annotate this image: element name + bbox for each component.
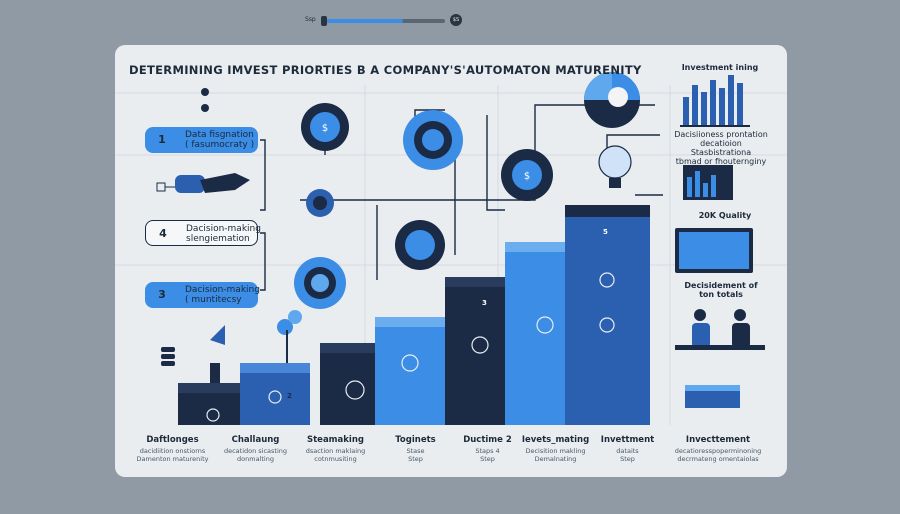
page-title: DETERMINING IMVEST PRIORTIES B A COMPANY… <box>129 63 642 77</box>
pillar-5 <box>445 277 515 425</box>
dashboard-chart-icon <box>683 165 733 200</box>
slider-fill <box>327 19 403 23</box>
step-sublabel: slengiemation <box>186 234 250 244</box>
development-label: Decisidement of ton totals <box>684 281 758 299</box>
slider-left-label: Ssp <box>305 16 316 23</box>
pillar-4 <box>375 317 445 425</box>
bottom-label-heading: Challaung <box>231 435 280 445</box>
slider-left-handle[interactable] <box>321 16 327 26</box>
arrow-up-icon <box>210 325 225 391</box>
bottom-label-heading: Invecttement <box>685 435 751 445</box>
hand-illustration <box>156 173 250 193</box>
people-at-desk-illustration <box>675 309 765 350</box>
pillar-step-number: 5 <box>603 228 608 236</box>
investment-chart-title: Investment ining <box>681 63 759 72</box>
bottom-label-heading: Daftlonges <box>146 435 199 445</box>
pillar-step-number: 2 <box>287 392 292 400</box>
slider-right-badge[interactable]: $S <box>450 14 462 26</box>
node-dot <box>201 104 209 112</box>
infographic-card: $ $ <box>115 45 787 477</box>
pillar-step-number: 3 <box>482 299 487 307</box>
gear-icon-5 <box>395 220 445 270</box>
step-label: Dacision-making <box>186 224 261 234</box>
gear-icon-3 <box>306 189 334 217</box>
pillar-7 <box>565 205 650 425</box>
step-sublabel: ( fasumocraty ) <box>185 140 255 150</box>
pillar-2 <box>240 363 310 425</box>
svg-text:$: $ <box>524 171 530 182</box>
step-label: Data fisgnation <box>185 130 254 140</box>
investment-bar-chart <box>680 75 750 127</box>
quality-screen-icon <box>675 228 753 273</box>
pillar-1 <box>178 383 248 425</box>
bottom-label-heading: Steamaking <box>307 435 364 445</box>
gear-icon-6 <box>294 257 346 309</box>
gear-icon-4: $ <box>501 149 553 201</box>
svg-text:$: $ <box>322 123 328 134</box>
bottom-label-heading: Invettment <box>600 435 655 445</box>
step-label: Dacision-making <box>185 285 260 295</box>
top-slider-bar: Ssp $S <box>0 0 900 40</box>
pillar-6 <box>505 242 575 425</box>
bottom-label-heading: Ductime 2 <box>463 435 512 445</box>
infographic-artwork: $ $ <box>115 72 787 425</box>
step-number: 3 <box>158 288 166 301</box>
gear-icon-2 <box>403 110 463 170</box>
bottom-label-heading: Toginets <box>395 435 436 445</box>
node-dot <box>201 88 209 96</box>
platform-icon <box>685 385 740 408</box>
gear-icon-1: $ <box>301 103 349 151</box>
pie-chart-icon <box>584 72 640 128</box>
quality-label: 20K Quality <box>698 211 752 220</box>
right-panel-text: Dacisiioness prontation decatioion Stasb… <box>674 130 768 166</box>
lightbulb-icon <box>598 145 632 188</box>
slider-track[interactable] <box>327 19 445 23</box>
slider-right-label: $S <box>452 17 460 23</box>
step-number: 1 <box>158 133 166 146</box>
step-number: 4 <box>159 227 167 240</box>
step-sublabel: ( muntitecsy <box>185 295 242 305</box>
bottom-label-heading: Ievets_mating <box>521 435 590 445</box>
step-pill-3: 3 Dacision-making( muntitecsy <box>145 282 260 308</box>
step-pill-1: 1 Data fisgnation( fasumocraty ) <box>145 127 258 153</box>
tree-icon <box>277 310 302 365</box>
database-icon <box>161 347 175 366</box>
